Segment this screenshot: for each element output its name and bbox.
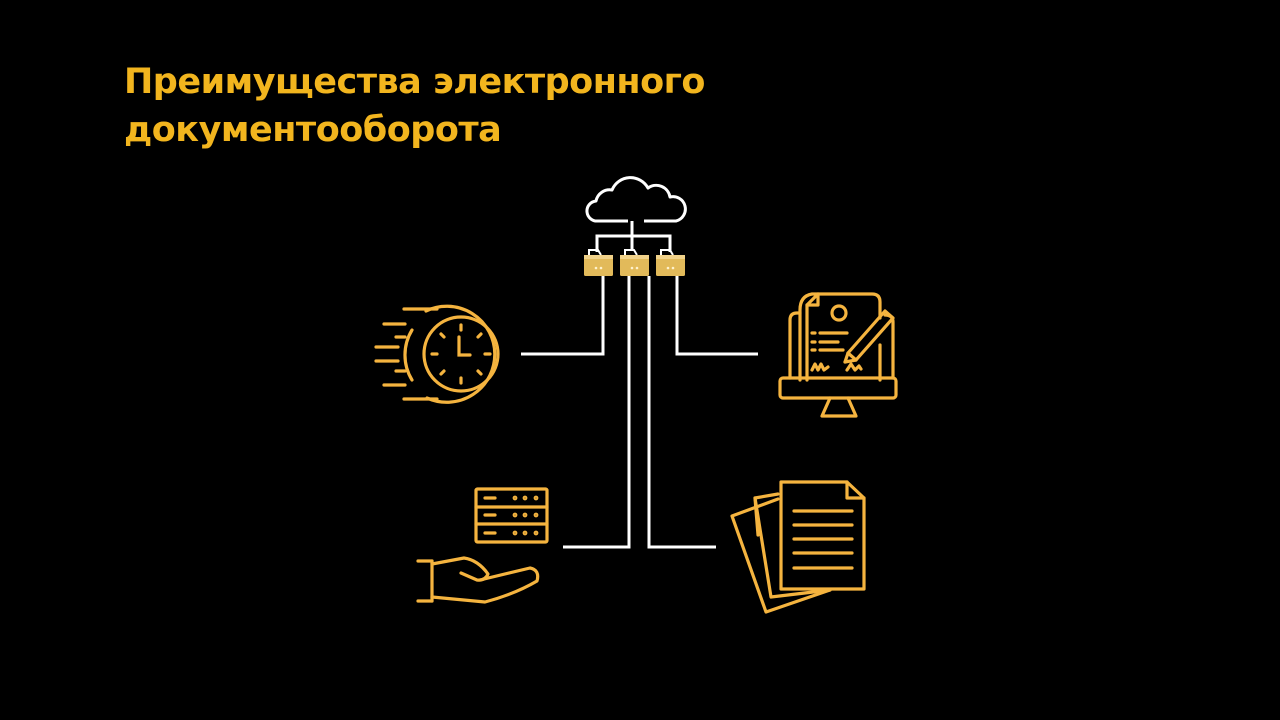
title-line-1: Преимущества электронного [124, 62, 705, 102]
connector-top-left [521, 276, 605, 356]
folder-icon-1 [584, 249, 613, 276]
hub-connectors [595, 221, 672, 252]
digital-signature-monitor-icon [778, 292, 898, 418]
connector-top-right [675, 276, 758, 356]
connector-bottom-left [563, 276, 631, 549]
fast-clock-icon [374, 304, 500, 404]
slide-title: Преимущества электронного документооборо… [124, 58, 705, 154]
document-stack-icon [730, 480, 866, 614]
folder-icon-2 [620, 249, 649, 276]
title-line-2: документооборота [124, 110, 502, 150]
branch-connectors [521, 276, 758, 549]
cloud-icon [585, 176, 687, 223]
connector-bottom-right [647, 276, 716, 549]
server-in-hand-icon [416, 487, 549, 604]
folder-icon-3 [656, 249, 685, 276]
